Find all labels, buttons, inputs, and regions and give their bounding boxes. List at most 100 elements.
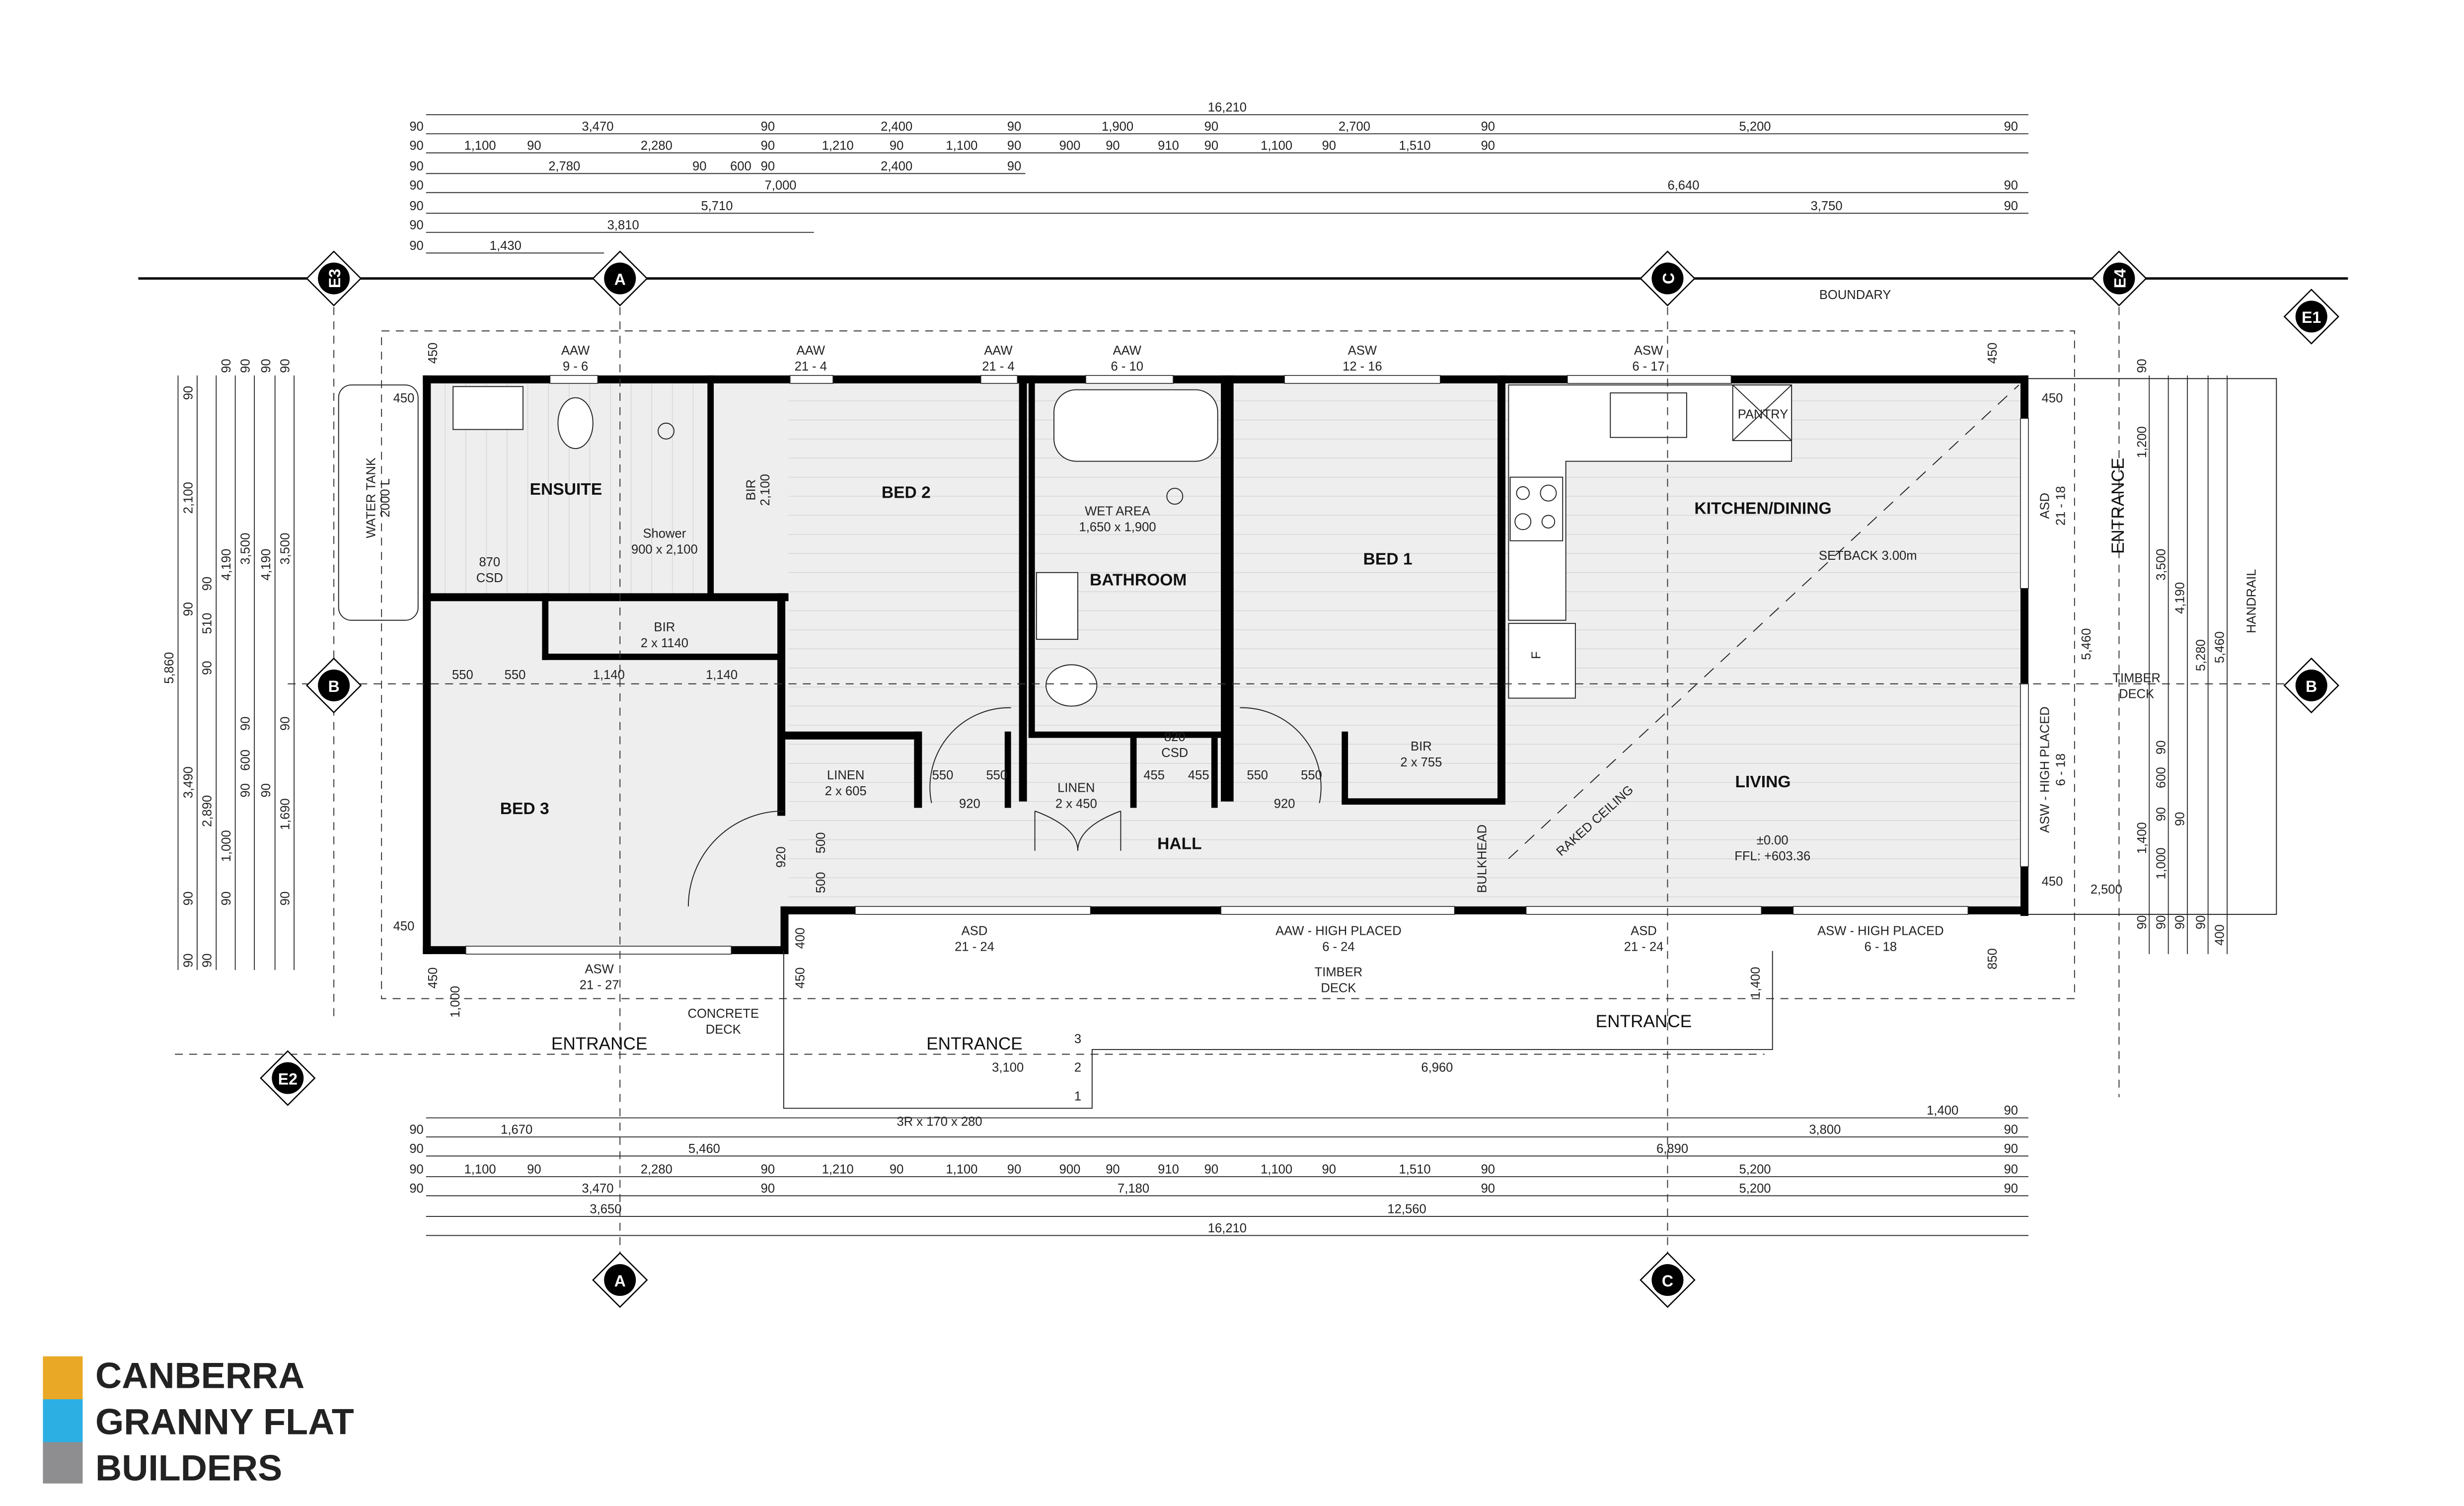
dimension-label: 400 <box>794 928 808 949</box>
shower-icon <box>1166 488 1184 505</box>
dimension-label: 1,000 <box>220 830 233 862</box>
stair-label: 6,960 <box>1421 1061 1453 1075</box>
dimension-label: 3,490 <box>181 766 195 798</box>
dimension-label: 3,500 <box>239 533 253 565</box>
dimension-label: 450 <box>426 968 440 989</box>
dimension-label: 90 <box>1322 1163 1336 1177</box>
dimension-label: 90 <box>2004 199 2018 213</box>
dimension-label: 510 <box>201 613 215 634</box>
dimension-label: 90 <box>409 139 423 152</box>
dimension-label: 90 <box>201 661 215 675</box>
logo-line-1: CANBERRA <box>95 1355 304 1396</box>
dimension-label: 90 <box>220 892 233 905</box>
dimension-label: 90 <box>1204 120 1218 134</box>
dimension-label: 90 <box>1204 139 1218 152</box>
dimension-label: 90 <box>181 386 195 400</box>
room-label-bed-3: BED 3 <box>500 800 549 818</box>
cooktop-icon <box>1509 476 1564 541</box>
dimension-label: 90 <box>2004 1104 2018 1118</box>
dimension-label: 90 <box>2004 1142 2018 1156</box>
window <box>465 946 732 955</box>
dimension-label: 90 <box>201 953 215 967</box>
dimension-label: 1,100 <box>946 139 977 152</box>
dimension-label: 5,460 <box>2213 631 2227 663</box>
dimension-label: 90 <box>890 1163 903 1177</box>
floor-level-label: FFL: +603.36 <box>1734 849 1810 863</box>
dimension-label: 90 <box>2004 1123 2018 1137</box>
dimension-label: 1,430 <box>490 239 522 253</box>
dimension-label: 450 <box>2042 391 2063 405</box>
dimension-label: 2,780 <box>548 159 580 173</box>
dimension-label: 90 <box>1007 159 1021 173</box>
window <box>1284 375 1441 384</box>
dimension-label: 600 <box>239 750 253 771</box>
dimension-label: 90 <box>2154 741 2168 754</box>
entrance-label: ENTRANCE <box>551 1034 648 1054</box>
dimension-label: 850 <box>1986 948 2000 970</box>
bir-label: BIR <box>744 479 758 501</box>
dimension-label: 5,860 <box>162 652 176 684</box>
dimension-label: 1,100 <box>946 1163 977 1177</box>
stair-label: 1 <box>1074 1089 1081 1103</box>
door-label: CSD <box>1161 746 1188 760</box>
dimension-label: 90 <box>409 239 423 253</box>
window-label: 21 - 24 <box>955 940 994 954</box>
grid-marker-b: B <box>2283 657 2339 714</box>
dimension-label: 400 <box>2213 924 2227 946</box>
dimension-label: 90 <box>239 359 253 373</box>
dimension-label: 90 <box>409 1123 423 1137</box>
window-label: 6 - 17 <box>1632 360 1664 374</box>
dimension-label: 90 <box>2173 915 2187 929</box>
window-label: 21 - 27 <box>580 978 619 992</box>
window <box>980 375 1018 384</box>
dimension-label: 90 <box>2004 1182 2018 1196</box>
dimension-label: 2,400 <box>881 159 912 173</box>
dimension-label: 1,200 <box>2135 426 2149 458</box>
deck-label: DECK <box>1321 981 1356 995</box>
dimension-label: 450 <box>2042 875 2063 889</box>
dimension-label: 12,560 <box>1387 1203 1426 1216</box>
grid-marker-label: C <box>1659 273 1677 284</box>
linen-label: 2 x 605 <box>825 784 867 798</box>
fridge-space <box>1508 623 1576 699</box>
wet-area-label: 1,650 x 1,900 <box>1079 521 1156 534</box>
dimension-label: 90 <box>1204 1163 1218 1177</box>
stair-label: 3,100 <box>992 1061 1024 1075</box>
doors <box>687 707 1322 906</box>
dimension-label: 90 <box>2154 915 2168 929</box>
window-label: ASW - HIGH PLACED <box>1817 924 1944 938</box>
grid-marker-label: A <box>614 1272 626 1290</box>
dimension-label: 90 <box>1007 1163 1021 1177</box>
dimension-label: 90 <box>1106 1163 1120 1177</box>
dimension-label: 1,140 <box>706 668 738 682</box>
door-swing <box>1034 810 1121 851</box>
dimension-label: 90 <box>761 139 775 152</box>
grid-marker-label: E2 <box>278 1070 298 1088</box>
toilet-icon <box>557 397 594 450</box>
dimension-label: 900 <box>1059 1163 1081 1177</box>
grid-marker-e2: E2 <box>260 1050 316 1106</box>
deck-label: TIMBER <box>2112 672 2161 685</box>
bath-icon <box>1053 389 1218 462</box>
logo-line-3: BUILDERS <box>95 1447 282 1488</box>
window-label: 6 - 18 <box>1865 940 1897 954</box>
window-label: AAW <box>561 344 590 358</box>
dimension-label: 2,400 <box>881 120 912 134</box>
window-label: AAW <box>984 344 1013 358</box>
walls <box>423 375 2029 955</box>
dimension-label: 90 <box>239 717 253 731</box>
dimension-label: 550 <box>1247 768 1268 782</box>
window-label: 21 - 18 <box>2054 486 2068 526</box>
dimension-label: 3,750 <box>1811 199 1843 213</box>
dimension-label: 90 <box>259 359 273 373</box>
dimension-label: 3,470 <box>582 1182 613 1196</box>
window <box>855 906 1091 915</box>
dimension-label: 1,400 <box>1927 1104 1958 1118</box>
window-label: ASW - HIGH PLACED <box>2038 706 2052 833</box>
water-tank-label: 2000 L <box>378 478 392 517</box>
dimension-label: 2,890 <box>201 795 215 827</box>
room-label-kitchen-dining: KITCHEN/DINING <box>1694 499 1831 518</box>
dimension-label: 3,500 <box>279 533 293 565</box>
dimension-label: 90 <box>259 783 273 797</box>
